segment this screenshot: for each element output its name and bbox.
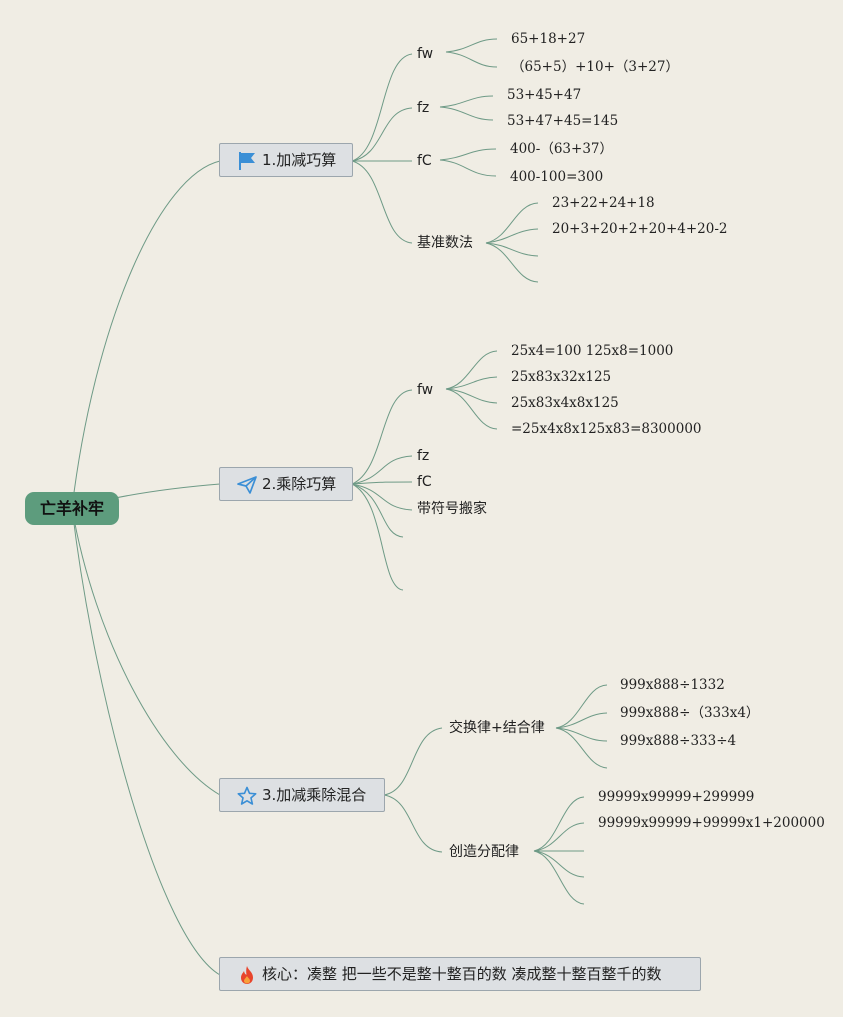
leaf-topic[interactable]: =25x4x8x125x83=8300000 <box>511 421 702 437</box>
paper-plane-icon <box>237 476 257 494</box>
subtopic[interactable]: fz <box>417 448 430 464</box>
connector-line <box>71 507 221 976</box>
branch-label: 2.乘除巧算 <box>262 475 337 493</box>
connector-line <box>533 850 585 878</box>
leaf-topic[interactable]: 53+47+45=145 <box>507 113 619 129</box>
connector-line <box>485 242 539 257</box>
leaf-topic[interactable]: 400-100=300 <box>510 169 604 185</box>
branch-topic[interactable]: 2.乘除巧算 <box>219 467 353 501</box>
connector-line <box>445 388 498 430</box>
connector-line <box>555 712 608 729</box>
connector-line <box>351 389 413 485</box>
connector-line <box>351 107 413 162</box>
connector-line <box>533 822 585 852</box>
leaf-topic[interactable]: 400-（63+37） <box>510 141 613 157</box>
connector-line <box>351 160 413 244</box>
connector-line <box>351 483 404 591</box>
connector-line <box>351 483 413 511</box>
connector-line <box>351 455 413 485</box>
connector-line <box>351 483 404 538</box>
connector-line <box>485 242 539 283</box>
branch-label: 核心：凑整 把一些不是整十整百的数 凑成整十整百整千的数 <box>262 965 662 983</box>
connector-line <box>445 376 498 390</box>
subtopic[interactable]: fC <box>417 474 432 490</box>
leaf-topic[interactable]: 999x888÷333÷4 <box>620 733 737 749</box>
root-topic[interactable]: 亡羊补牢 <box>25 492 119 525</box>
leaf-topic[interactable]: 99999x99999+99999x1+200000 <box>598 815 825 831</box>
leaf-topic[interactable]: 99999x99999+299999 <box>598 789 755 805</box>
subtopic[interactable]: 带符号搬家 <box>417 501 487 517</box>
subtopic[interactable]: fz <box>417 100 430 116</box>
leaf-topic[interactable]: 65+18+27 <box>511 31 586 47</box>
branch-label: 1.加减巧算 <box>262 151 337 169</box>
connector-line <box>439 106 494 121</box>
connector-line <box>555 684 608 729</box>
subtopic[interactable]: fw <box>417 46 434 62</box>
connector-line <box>445 38 498 53</box>
connector-line <box>555 727 608 742</box>
connector-line <box>71 507 221 796</box>
subtopic[interactable]: fw <box>417 382 434 398</box>
branch-label: 3.加减乘除混合 <box>262 786 367 804</box>
leaf-topic[interactable]: 999x888÷1332 <box>620 677 725 693</box>
connector-line <box>439 159 497 177</box>
connector-line <box>383 794 443 853</box>
connector-line <box>439 148 497 161</box>
connector-line <box>445 388 498 404</box>
leaf-topic[interactable]: 25x83x32x125 <box>511 369 612 385</box>
branch-topic[interactable]: 核心：凑整 把一些不是整十整百的数 凑成整十整百整千的数 <box>219 957 701 991</box>
leaf-topic[interactable]: 53+45+47 <box>507 87 582 103</box>
fire-icon <box>241 966 253 984</box>
connector-line <box>555 727 608 769</box>
connector-line <box>485 228 539 244</box>
subtopic[interactable]: 创造分配律 <box>449 844 519 860</box>
branch-topic[interactable]: 1.加减巧算 <box>219 143 353 177</box>
leaf-topic[interactable]: 999x888÷（333x4） <box>620 705 760 721</box>
connector-line <box>445 350 498 390</box>
connector-line <box>533 796 585 852</box>
connector-line <box>351 481 413 485</box>
leaf-topic[interactable]: 23+22+24+18 <box>552 195 655 211</box>
leaf-topic[interactable]: （65+5）+10+（3+27） <box>511 59 679 75</box>
subtopic[interactable]: 交换律+结合律 <box>449 720 545 736</box>
connector-line <box>351 53 413 162</box>
subtopic[interactable]: fC <box>417 153 432 169</box>
leaf-topic[interactable]: 20+3+20+2+20+4+20-2 <box>552 221 728 237</box>
leaf-topic[interactable]: 25x4=100 125x8=1000 <box>511 343 674 359</box>
connector-line <box>71 160 221 509</box>
connector-line <box>445 51 498 68</box>
leaf-topic[interactable]: 25x83x4x8x125 <box>511 395 619 411</box>
connector-line <box>439 95 494 108</box>
star-icon <box>237 786 257 805</box>
connector-line <box>533 850 585 905</box>
connector-line <box>485 202 539 244</box>
branch-topic[interactable]: 3.加减乘除混合 <box>219 778 385 812</box>
flag-icon <box>239 152 255 170</box>
connector-line <box>383 727 443 796</box>
subtopic[interactable]: 基准数法 <box>417 235 473 251</box>
